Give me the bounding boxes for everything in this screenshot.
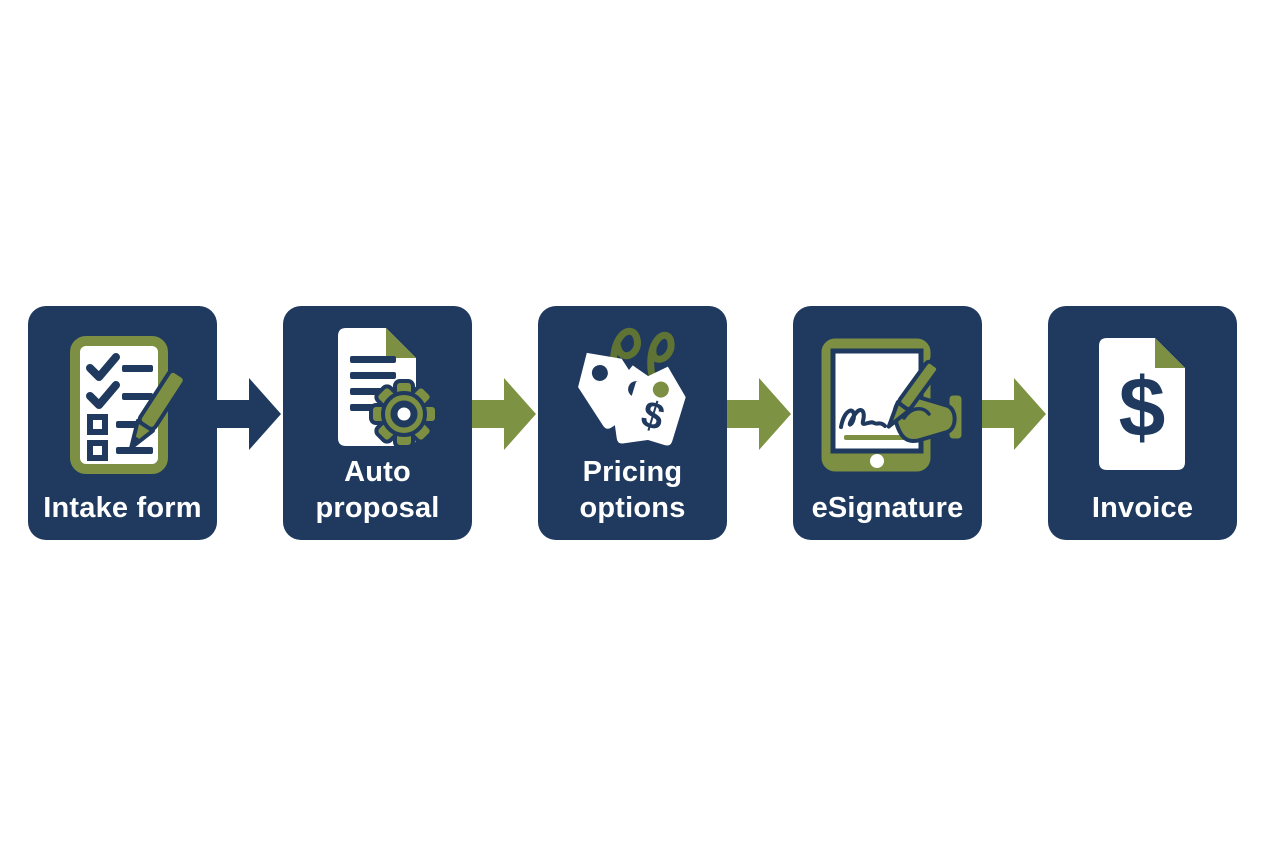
step-intake-form: Intake form: [28, 306, 217, 540]
invoice-dollar-icon-svg: $: [1098, 338, 1185, 471]
arrow-1: [217, 306, 283, 454]
workflow: Intake form: [28, 306, 1237, 540]
document-gear-icon-svg: [337, 327, 439, 449]
arrow-4: [982, 306, 1048, 454]
step-label-auto-proposal: Auto proposal: [315, 456, 440, 524]
step-label-pricing-options: Pricing options: [579, 456, 686, 524]
checklist-pen-icon: [38, 320, 207, 491]
arrow-right-icon: [727, 378, 791, 450]
arrow-right-icon: [982, 378, 1046, 450]
arrow-2: [472, 306, 538, 454]
tablet-signature-icon: [803, 320, 972, 491]
step-label-esignature: eSignature: [811, 491, 964, 524]
step-label-intake-form: Intake form: [43, 491, 202, 524]
arrow-3: [727, 306, 793, 454]
step-pricing-options: $ Pricing options: [538, 306, 727, 540]
price-tags-icon: $: [548, 313, 717, 455]
arrow-right-icon: [217, 378, 281, 450]
step-invoice: $ Invoice: [1048, 306, 1237, 540]
step-esignature: eSignature: [793, 306, 982, 540]
invoice-dollar-icon: $: [1058, 320, 1227, 491]
price-tags-icon-svg: $: [577, 328, 686, 446]
invoice-dollar-glyph: $: [1118, 360, 1165, 454]
arrow-right-icon: [472, 378, 536, 450]
step-label-invoice: Invoice: [1091, 491, 1194, 524]
tablet-signature-icon-svg: [818, 335, 964, 475]
step-auto-proposal: Auto proposal: [283, 306, 472, 540]
document-gear-icon: [293, 320, 462, 455]
checklist-pen-icon-svg: [69, 336, 187, 475]
